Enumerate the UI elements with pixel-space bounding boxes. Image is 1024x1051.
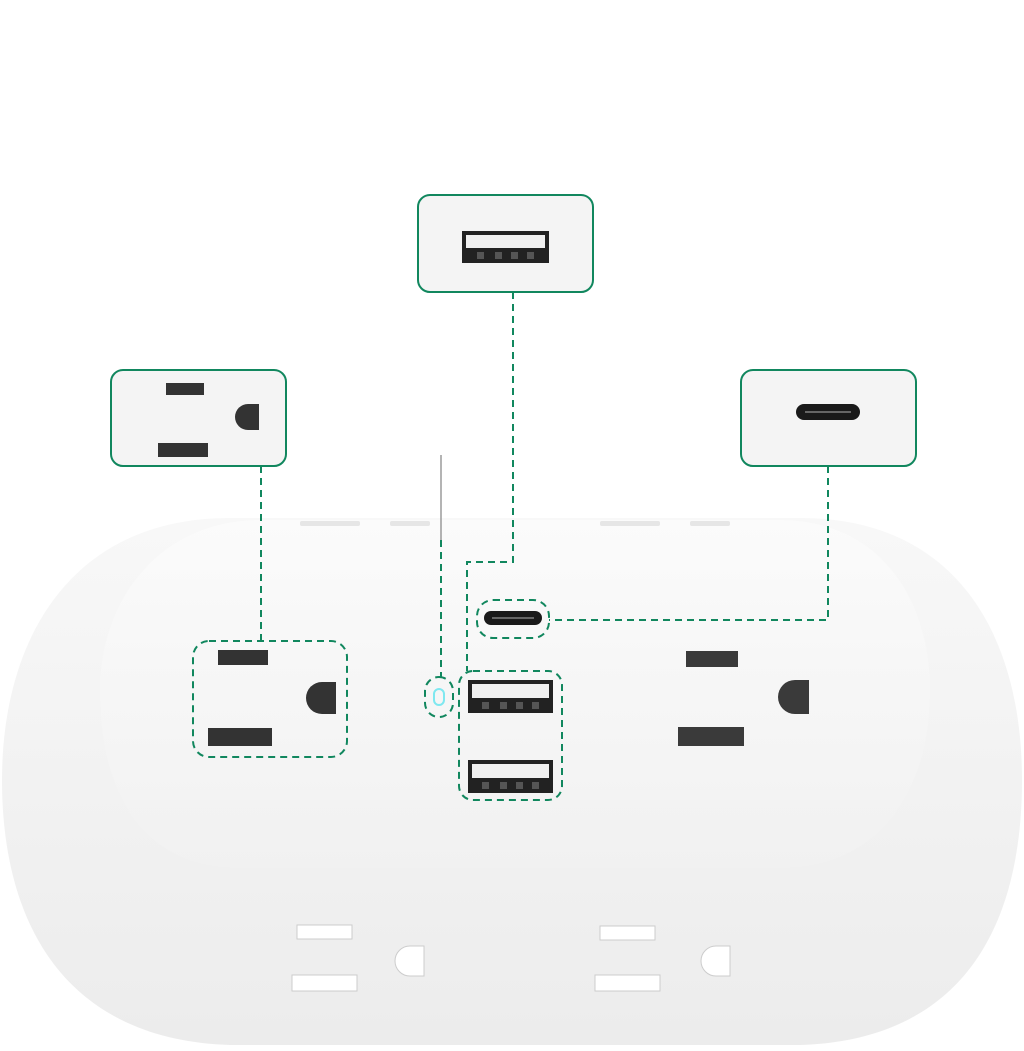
ac-outlet-left [208, 650, 336, 746]
usb-a-port-icon [462, 231, 549, 263]
callout-usb-c [740, 369, 917, 467]
ac-outlet-side-left [291, 924, 425, 992]
led-indicator [433, 688, 445, 706]
usb-a-port-1 [468, 680, 553, 713]
callout-ac-outlet [110, 369, 287, 467]
usb-c-port [484, 611, 542, 625]
ac-outlet-right [678, 651, 809, 746]
usb-a-port-2 [468, 760, 553, 793]
ac-outlet-icon [158, 383, 259, 457]
usb-c-port-icon [796, 404, 860, 420]
callout-usb-a [417, 194, 594, 293]
callout-connectors [192, 292, 829, 801]
ac-outlet-side-right [594, 925, 731, 992]
